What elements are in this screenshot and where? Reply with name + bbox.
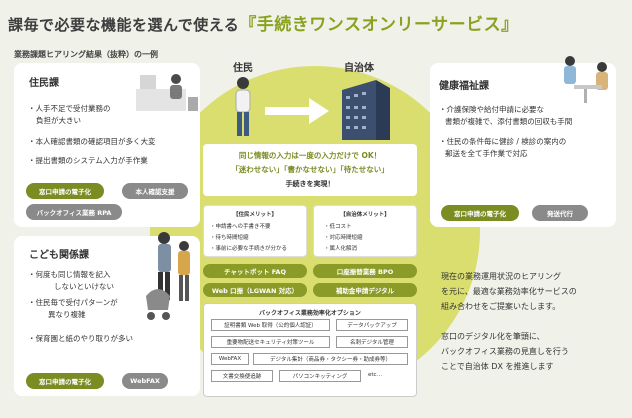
kodomo-title: こども関係課 xyxy=(29,250,89,261)
backoffice-option[interactable]: WebFAX xyxy=(211,353,249,365)
resident-merit-box: 【住民メリット】 ・申請書への手書き不要 ・待ち時間短縮 ・事前に必要な手続きが… xyxy=(203,205,307,257)
juumin-issue-item: 負担が大きい xyxy=(36,116,81,125)
description-line: を元に、最適な業務効率化サービスの xyxy=(441,287,577,296)
juumin-tag[interactable]: 窓口申請の電子化 xyxy=(26,183,104,199)
page-subtitle: 業務課題ヒアリング結果（抜粋）の一例 xyxy=(14,50,158,59)
government-merit-box: 【自治体メリット】 ・低コスト ・対応時間短縮 ・属人化解消 xyxy=(313,205,417,257)
backoffice-options-title: バックオフィス業務効率化オプション xyxy=(259,310,361,317)
description-line: バックオフィス業務の見直しを行う xyxy=(441,347,569,356)
juumin-card: 住民課 ・人手不足で受付業務の 負担が大きい ・本人確認書類の確認項目が多く大変… xyxy=(14,63,200,227)
kenko-card: 健康福祉課 ・介護保険や給付申請に必要な 書類が複雑で、添付書類の回収も手間 ・… xyxy=(430,56,616,227)
resident-merit-title: 【住民メリット】 xyxy=(232,212,277,218)
description-line: ことで自治体 DX を推進します xyxy=(441,362,554,371)
government-merit-item: ・属人化解消 xyxy=(324,246,358,252)
kodomo-item: 異なり複雑 xyxy=(48,310,86,319)
kenko-tag[interactable]: 発送代行 xyxy=(532,205,588,221)
juumin-illustration xyxy=(136,69,200,119)
backoffice-options-box: バックオフィス業務効率化オプション xyxy=(203,303,417,397)
kodomo-item: しないといけない xyxy=(54,282,114,291)
service-chip[interactable]: 補助金申請デジタル xyxy=(313,283,417,297)
juumin-title: 住民課 xyxy=(29,78,59,89)
backoffice-option[interactable]: 文書交換便追跡 xyxy=(211,370,273,382)
center-message-box: 同じ情報の入力は一度の入力だけで OK！ 「迷わせない」「書かなせない」「待たせ… xyxy=(203,144,417,196)
kodomo-family-illustration xyxy=(144,226,198,330)
flow-label-resident: 住民 xyxy=(233,63,253,74)
backoffice-option[interactable]: データパックアップ xyxy=(336,319,408,331)
juumin-issue-item: ・本人確認書類の確認項目が多く大変 xyxy=(28,137,156,146)
juumin-issue-item: ・提出書類のシステム入力が手作業 xyxy=(28,156,148,165)
service-chip[interactable]: Web 口振（LGWAN 対応） xyxy=(203,283,307,297)
description-line: 組み合わせをご提案いたします。 xyxy=(441,302,561,311)
kenko-illustration xyxy=(558,51,616,111)
kodomo-tag[interactable]: 窓口申請の電子化 xyxy=(26,373,104,389)
service-chip[interactable]: 口座振替業務 BPO xyxy=(313,264,417,278)
kenko-tag[interactable]: 窓口申請の電子化 xyxy=(441,205,519,221)
description-line: 現在の業務運用状況のヒアリング xyxy=(441,272,561,281)
backoffice-option-more: etc… xyxy=(368,372,383,378)
kenko-item: 郵送を全て手作業で対応 xyxy=(445,149,528,158)
resident-merit-item: ・待ち時間短縮 xyxy=(210,235,249,241)
resident-merit-item: ・申請書への手書き不要 xyxy=(210,224,271,230)
flow-label-government: 自治体 xyxy=(344,63,374,74)
center-message-line2: 「迷わせない」「書かなせない」「待たせない」 xyxy=(231,165,389,174)
page-title: 課毎で必要な機能を選んで使える『手続きワンスオンリーサービス』 xyxy=(8,15,519,35)
flow-arrow-icon xyxy=(265,98,329,128)
service-chip[interactable]: チャットボット FAQ xyxy=(203,264,307,278)
juumin-tag[interactable]: バックオフィス業務 RPA xyxy=(26,204,122,220)
juumin-tag[interactable]: 本人確認支援 xyxy=(122,183,188,199)
resident-person-icon xyxy=(232,76,254,142)
description-line: 窓口のデジタル化を筆頭に、 xyxy=(441,332,545,341)
kodomo-item: ・何度も同じ情報を記入 xyxy=(28,270,111,279)
center-message-line3: 手続きを実現！ xyxy=(285,180,335,188)
juumin-issue-item: ・人手不足で受付業務の xyxy=(28,104,111,113)
government-merit-title: 【自治体メリット】 xyxy=(340,212,390,218)
backoffice-option[interactable]: 証明書類 Web 取得（公的個人認証） xyxy=(211,319,330,331)
kenko-item: 書類が複雑で、添付書類の回収も手間 xyxy=(445,117,573,126)
government-merit-item: ・低コスト xyxy=(324,224,352,230)
kodomo-item: ・保育園と紙のやり取りが多い xyxy=(28,334,133,343)
kodomo-item: ・住民毎で受付パターンが xyxy=(28,298,118,307)
backoffice-option[interactable]: 名刺デジタル管理 xyxy=(336,336,408,348)
backoffice-option[interactable]: 重要物配送セキュリティ対策ツール xyxy=(211,336,330,348)
kodomo-tag[interactable]: WebFAX xyxy=(122,373,168,389)
kenko-title: 健康福祉課 xyxy=(439,81,489,92)
government-merit-item: ・対応時間短縮 xyxy=(324,235,363,241)
kenko-item: ・介護保険や給付申請に必要な xyxy=(439,105,544,114)
resident-merit-item: ・事前に必要な手続きが分かる xyxy=(210,246,288,252)
kenko-item: ・住民の条件毎に健診 / 検診の案内の xyxy=(439,137,567,146)
center-message-line1: 同じ情報の入力は一度の入力だけで OK！ xyxy=(238,151,382,160)
backoffice-option[interactable]: デジタル集計（商品券・タクシー券・助成券等） xyxy=(253,353,408,365)
government-building-icon xyxy=(336,76,392,144)
backoffice-option[interactable]: パソコンキッティング xyxy=(279,370,361,382)
